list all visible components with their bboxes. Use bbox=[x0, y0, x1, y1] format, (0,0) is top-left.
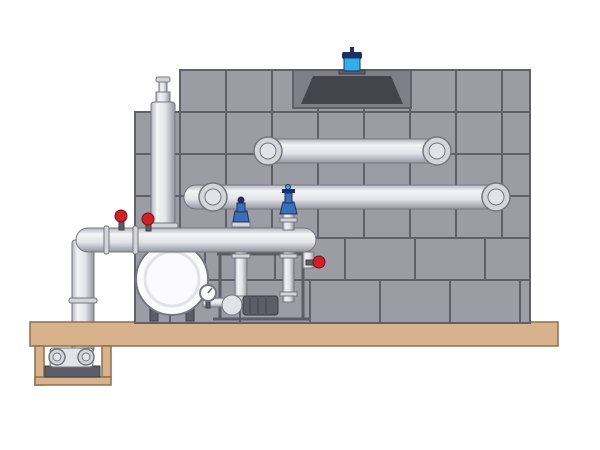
pit-floor bbox=[34, 376, 112, 386]
valve-handle-right bbox=[282, 189, 295, 193]
upper-pipe-body bbox=[261, 138, 443, 164]
inlet-riser-pipe bbox=[147, 76, 179, 245]
red-handwheel-left bbox=[114, 209, 128, 223]
separator-shell bbox=[135, 242, 209, 316]
sensor-body bbox=[343, 57, 361, 72]
handwheel-valve-right bbox=[305, 255, 326, 269]
control-valve-left bbox=[231, 196, 251, 228]
pump-train bbox=[199, 251, 298, 316]
middle-distribution-pipe bbox=[183, 182, 511, 212]
sump-pump-hub-right bbox=[81, 352, 91, 362]
sump-pit bbox=[34, 345, 112, 386]
drop-pipe-flange bbox=[68, 297, 98, 304]
control-valve-right bbox=[279, 184, 298, 231]
pit-wall-right bbox=[101, 345, 112, 378]
pump-volute bbox=[221, 294, 243, 316]
valve-body-left bbox=[232, 210, 250, 223]
red-handwheel-mid bbox=[141, 212, 155, 226]
manhole-cover bbox=[301, 76, 403, 104]
upper-distribution-pipe bbox=[253, 136, 452, 166]
valves bbox=[114, 184, 326, 269]
valve-bonnet-right bbox=[284, 192, 293, 204]
level-sensor bbox=[338, 47, 366, 75]
valve-knob-left bbox=[237, 196, 245, 204]
middle-pipe-body bbox=[183, 184, 503, 210]
manifold-body bbox=[75, 227, 317, 253]
valve-tip-right bbox=[285, 184, 291, 190]
handwheel-valve-mid bbox=[141, 212, 155, 232]
sensor-cap bbox=[342, 52, 362, 59]
pump-plinth bbox=[44, 365, 101, 378]
red-handwheel-right bbox=[312, 255, 326, 269]
sump-pump-hub-left bbox=[52, 352, 62, 362]
valve-body-right bbox=[279, 201, 298, 215]
valve-bonnet-left bbox=[236, 202, 246, 213]
sensor-antenna bbox=[350, 47, 354, 55]
pump-motor bbox=[242, 295, 279, 316]
handwheel-valve-left bbox=[114, 209, 128, 231]
riser-flange bbox=[147, 222, 179, 229]
sump-pump bbox=[48, 347, 95, 368]
gauge-needle bbox=[207, 287, 213, 294]
foundation-slab bbox=[29, 321, 559, 347]
riser-top-cap bbox=[155, 76, 171, 83]
